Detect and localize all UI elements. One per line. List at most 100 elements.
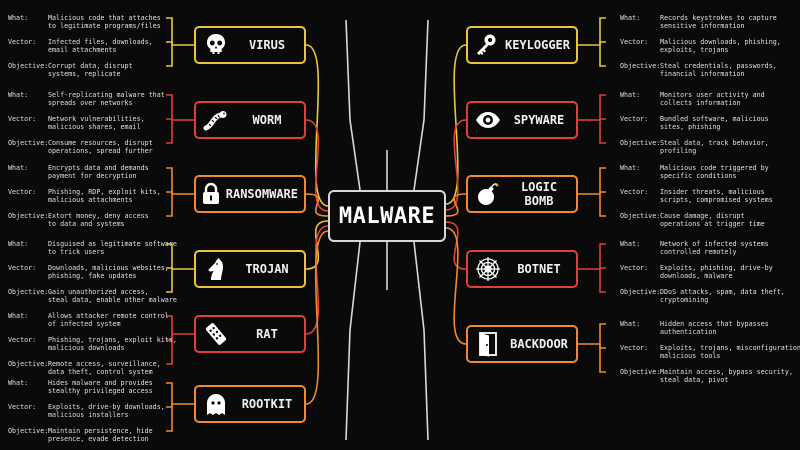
connector-to-center (445, 221, 467, 270)
info-rootkit: What:Hides malware and provides stealthy… (8, 379, 180, 449)
info-row-vector: Vector:Exploits, trojans, misconfigurati… (620, 344, 800, 360)
center-label: MALWARE (338, 203, 436, 229)
info-key-vector: Vector: (8, 403, 37, 411)
bracket-line (599, 269, 606, 293)
info-row-objective: Objective:Steal data, track behavior, pr… (620, 139, 769, 155)
info-value-vector: Phishing, RDP, exploit kits, malicious a… (48, 188, 161, 205)
info-key-vector: Vector: (620, 264, 649, 272)
info-value-vector: Infected files, downloads, email attachm… (48, 38, 153, 55)
center-node-malware: MALWARE (328, 190, 446, 242)
info-row-what: What:Hides malware and provides stealthy… (8, 379, 153, 395)
info-row-what: What:Network of infected systems control… (620, 240, 769, 256)
info-value-vector: Malicious downloads, phishing, exploits,… (660, 38, 781, 55)
bracket-line (599, 323, 606, 344)
info-value-objective: Steal data, track behavior, profiling (660, 139, 769, 156)
info-value-objective: Extort money, deny access to data and sy… (48, 212, 149, 229)
lock-icon (196, 181, 226, 207)
node-label: WORM (252, 113, 282, 127)
info-value-vector: Exploits, trojans, misconfigurations, ma… (660, 344, 800, 361)
node-backdoor: BACKDOOR (466, 325, 578, 363)
remote-icon (196, 321, 236, 347)
info-row-what: What:Disguised as legitimate software to… (8, 240, 177, 256)
info-ransomware: What:Encrypts data and demands payment f… (8, 164, 180, 234)
hub-branch-line (413, 19, 429, 191)
info-value-objective: Remote access, surveillance, data theft,… (48, 360, 161, 377)
worm-icon (196, 107, 236, 133)
info-row-objective: Objective:Remote access, surveillance, d… (8, 360, 161, 376)
node-label: ROOTKIT (241, 397, 293, 411)
node-label: TROJAN (245, 262, 289, 276)
info-value-objective: Consume resources, disrupt operations, s… (48, 139, 153, 156)
node-spyware: SPYWARE (466, 101, 578, 139)
info-backdoor: What:Hidden access that bypasses authent… (620, 320, 800, 390)
info-logic-bomb: What:Malicious code triggered by specifi… (620, 164, 798, 234)
info-value-what: Self-replicating malware that spreads ov… (48, 91, 165, 108)
info-trojan: What:Disguised as legitimate software to… (8, 240, 180, 310)
info-row-what: What:Encrypts data and demands payment f… (8, 164, 149, 180)
node-rootkit: ROOTKIT (194, 385, 306, 423)
info-row-objective: Objective:Extort money, deny access to d… (8, 212, 149, 228)
info-keylogger: What:Records keystrokes to capture sensi… (620, 14, 798, 84)
info-botnet: What:Network of infected systems control… (620, 240, 798, 310)
info-key-objective: Objective: (8, 288, 49, 296)
info-key-vector: Vector: (620, 38, 649, 46)
info-value-vector: Phishing, trojans, exploit kits, malicio… (48, 336, 177, 353)
door-icon (468, 331, 508, 357)
node-label: LOGIC BOMB (520, 180, 558, 208)
info-value-objective: Gain unauthorized access, steal data, en… (48, 288, 177, 305)
node-label: RAT (256, 327, 278, 341)
node-rat: RAT (194, 315, 306, 353)
node-label: RANSOMWARE (225, 187, 298, 201)
info-key-what: What: (620, 240, 641, 248)
info-key-vector: Vector: (620, 115, 649, 123)
connector-to-center (305, 220, 329, 270)
info-value-vector: Downloads, malicious websites, phishing,… (48, 264, 169, 281)
info-row-objective: Objective:Gain unauthorized access, stea… (8, 288, 177, 304)
info-value-vector: Exploits, drive-by downloads, malicious … (48, 403, 165, 420)
info-value-what: Malicious code triggered by specific con… (660, 164, 769, 181)
info-row-objective: Objective:Maintain persistence, hide pre… (8, 427, 153, 443)
info-value-what: Allows attacker remote control of infect… (48, 312, 169, 329)
info-row-what: What:Records keystrokes to capture sensi… (620, 14, 777, 30)
bracket-line (599, 167, 606, 194)
info-row-objective: Objective:Consume resources, disrupt ope… (8, 139, 153, 155)
info-value-what: Encrypts data and demands payment for de… (48, 164, 149, 181)
info-value-what: Malicious code that attaches to legitima… (48, 14, 161, 31)
info-row-what: What:Malicious code that attaches to leg… (8, 14, 161, 30)
info-row-vector: Vector:Phishing, RDP, exploit kits, mali… (8, 188, 161, 204)
skull-icon (196, 32, 236, 58)
node-label: BOTNET (517, 262, 561, 276)
bracket-line (599, 243, 606, 269)
info-value-vector: Exploits, phishing, drive-by downloads, … (660, 264, 773, 281)
eye-icon (468, 107, 508, 133)
info-key-what: What: (8, 91, 29, 99)
bracket-line (599, 194, 606, 217)
bracket-line (599, 41, 606, 45)
web-icon (468, 256, 508, 282)
ghost-icon (196, 391, 236, 417)
bracket-line (599, 17, 606, 45)
info-row-vector: Vector:Phishing, trojans, exploit kits, … (8, 336, 177, 352)
node-ransomware: RANSOMWARE (194, 175, 306, 213)
info-key-objective: Objective: (620, 288, 661, 296)
info-value-objective: Steal credentials, passwords, financial … (660, 62, 777, 79)
key-icon (468, 32, 505, 58)
node-botnet: BOTNET (466, 250, 578, 288)
info-key-objective: Objective: (8, 62, 49, 70)
info-key-what: What: (8, 240, 29, 248)
connector-to-center (445, 44, 467, 205)
info-row-what: What:Monitors user activity and collects… (620, 91, 765, 107)
info-row-what: What: Allows attacker remote control of i… (8, 312, 169, 328)
connector-to-center (305, 193, 329, 217)
node-trojan: TROJAN (194, 250, 306, 288)
info-key-objective: Objective: (620, 368, 661, 376)
info-value-objective: Cause damage, disrupt operations at trig… (660, 212, 765, 229)
hub-branch-line (413, 241, 429, 441)
info-row-vector: Vector:Insider threats, malicious script… (620, 188, 773, 204)
info-key-what: What: (8, 312, 29, 320)
info-virus: What:Malicious code that attaches to leg… (8, 14, 180, 84)
info-value-what: Records keystrokes to capture sensitive … (660, 14, 777, 31)
bracket-line (599, 118, 606, 120)
info-value-what: Hidden access that bypasses authenticati… (660, 320, 769, 337)
info-key-objective: Objective: (8, 360, 49, 368)
